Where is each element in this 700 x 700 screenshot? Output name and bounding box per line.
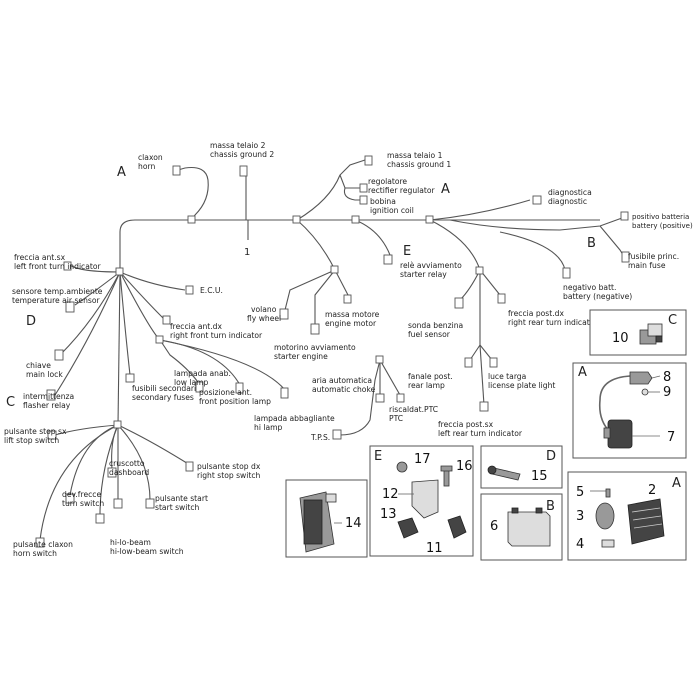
panel-b-battery: B 6 — [480, 493, 563, 561]
part-number-15: 15 — [531, 469, 548, 484]
part-number-9: 9 — [663, 385, 671, 400]
connectors — [35, 155, 630, 548]
label-fusibile-princ: fusibile princ.main fuse — [628, 252, 679, 270]
panel-letter-b: B — [546, 499, 555, 514]
part-number-2: 2 — [648, 483, 656, 498]
label-posizione-ant: posizione ant.front position lamp — [199, 388, 271, 406]
part-number-5: 5 — [576, 485, 584, 500]
part-number-3: 3 — [576, 509, 584, 524]
section-letter-a: A — [117, 165, 126, 180]
panel-letter-a: A — [578, 365, 587, 380]
harness-number: 1 — [244, 247, 250, 258]
panel-a-regulator: A 5 3 4 2 — [567, 471, 687, 561]
part-number-17: 17 — [414, 452, 431, 467]
panel-c-relay: C 10 — [589, 309, 687, 356]
section-letter-d: D — [26, 314, 36, 329]
panel-letter-d: D — [546, 449, 556, 464]
label-negativo-batt: negativo batt.battery (negative) — [563, 283, 632, 301]
label-fanale-post: fanale post.rear lamp — [408, 372, 453, 390]
label-lampada-anab: lampada anab.low lamp — [174, 369, 231, 387]
wire-harness — [39, 159, 626, 541]
panel-a-ignition-coil: A 8 9 7 — [572, 362, 687, 459]
part-number-7: 7 — [667, 430, 675, 445]
section-letter-a: A — [441, 182, 450, 197]
part-number-6: 6 — [490, 519, 498, 534]
part-number-11: 11 — [426, 541, 443, 556]
part-number-16: 16 — [456, 459, 473, 474]
panel-letter-a: A — [672, 476, 681, 491]
part-number-12: 12 — [382, 487, 399, 502]
part-number-8: 8 — [663, 370, 671, 385]
part-number-13: 13 — [380, 507, 397, 522]
panel-e-hardware: E 17 16 12 13 11 — [369, 445, 474, 557]
part-number-4: 4 — [576, 537, 584, 552]
label-ecu: E.C.U. — [200, 286, 223, 295]
part-number-14: 14 — [345, 516, 362, 531]
panel-d-sensor: D 15 — [480, 445, 563, 489]
panel-ecu: 14 — [285, 479, 368, 558]
panel-letter-c: C — [668, 313, 677, 328]
section-letter-c: C — [6, 395, 15, 410]
panel-letter-e: E — [374, 449, 382, 464]
section-letter-e: E — [403, 244, 411, 259]
label-tps: T.P.S. — [310, 433, 330, 442]
part-number-10: 10 — [612, 331, 629, 346]
section-letter-b: B — [587, 236, 596, 251]
